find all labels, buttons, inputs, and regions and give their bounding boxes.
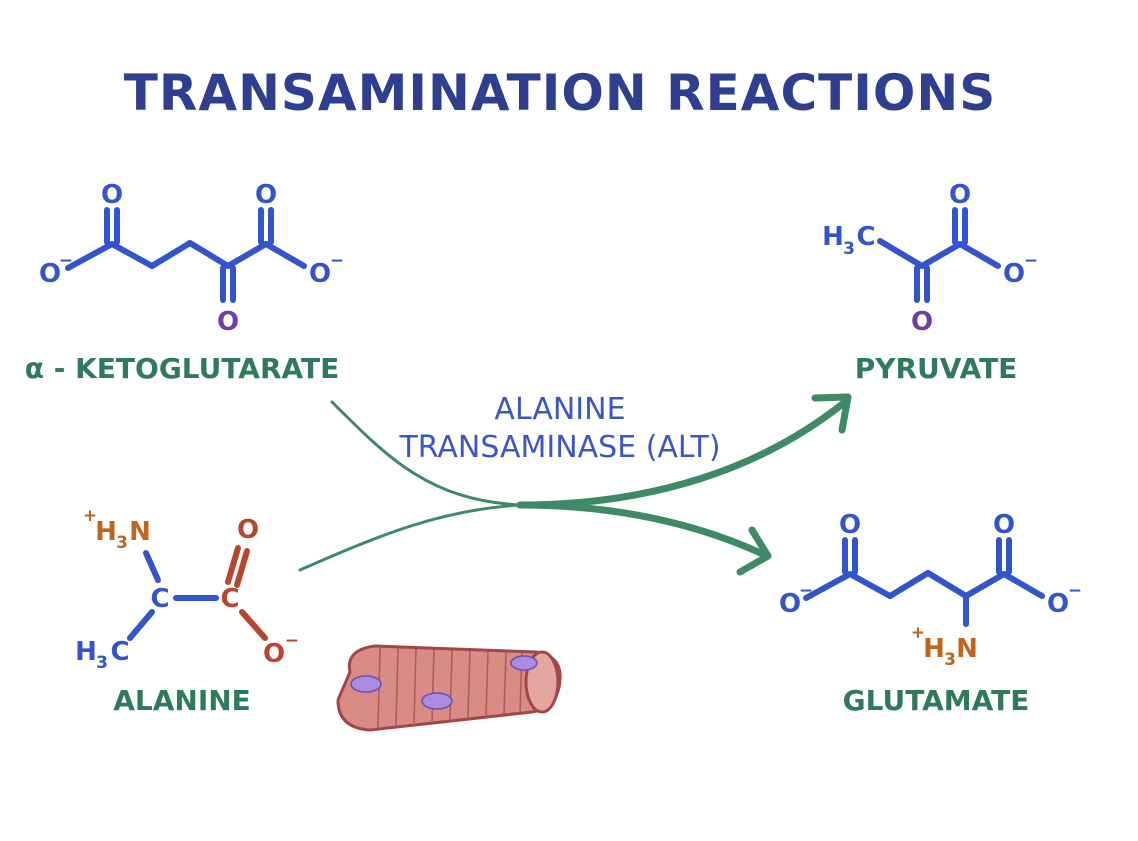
muscle-nucleus: [510, 655, 538, 671]
bond: [963, 571, 1007, 599]
atom-oxygen-ion: O: [309, 259, 331, 289]
atom-methyl-c: C: [856, 222, 875, 252]
atom-amine-subscript: 3: [944, 650, 956, 670]
atom-oxygen: O: [839, 510, 861, 540]
atom-oxygen-ion: O: [1047, 589, 1069, 619]
alpha-ketoglutarate-structure: O O O − O − O α - KETOGLUTARATE: [25, 180, 344, 385]
atom-methyl-h: H: [75, 637, 97, 667]
striation: [467, 649, 471, 718]
bond: [877, 238, 925, 269]
atom-carbon-alpha: C: [150, 584, 169, 614]
arrowhead-pyruvate: [811, 393, 852, 434]
bond: [887, 570, 931, 599]
pyruvate-structure: H 3 C O O − O PYRUVATE: [822, 180, 1038, 385]
atom-oxygen: O: [237, 515, 259, 545]
atom-methyl-subscript: 3: [843, 239, 855, 259]
charge-negative: −: [285, 631, 299, 651]
striation: [413, 648, 417, 724]
bond: [847, 571, 893, 599]
striation: [449, 649, 453, 720]
atom-oxygen: O: [993, 510, 1015, 540]
atom-oxygen: O: [101, 180, 123, 210]
arrow-curve-from-ketoglutarate: [330, 400, 522, 507]
bond: [149, 240, 193, 269]
atom-amine-h: H: [923, 634, 945, 664]
atom-oxygen-ion: O: [1003, 259, 1025, 289]
bond: [1001, 571, 1045, 599]
atom-oxygen: O: [949, 180, 971, 210]
bond: [225, 241, 269, 269]
bond: [957, 241, 1001, 269]
muscle-nucleus: [421, 692, 453, 710]
muscle-fiber-icon: [336, 644, 562, 732]
charge-negative: −: [330, 251, 344, 271]
atom-oxygen-keto: O: [911, 307, 933, 337]
charge-negative: −: [799, 581, 813, 601]
bond: [239, 609, 268, 641]
atom-methyl-c: C: [110, 637, 129, 667]
muscle-nucleus: [350, 675, 382, 693]
molecule-label-glutamate: GLUTAMATE: [843, 684, 1030, 717]
bond: [109, 241, 155, 269]
bond: [925, 570, 969, 599]
enzyme-label-line1: ALANINE: [494, 392, 625, 427]
enzyme-label-line2: TRANSAMINASE (ALT): [398, 430, 720, 465]
molecule-label-pyruvate: PYRUVATE: [855, 352, 1018, 385]
atom-oxygen-keto: O: [217, 307, 239, 337]
atom-amine-subscript: 3: [116, 533, 128, 553]
bond: [919, 241, 963, 269]
striation: [503, 650, 507, 715]
charge-negative: −: [1068, 581, 1082, 601]
bond: [263, 241, 307, 269]
bond: [143, 550, 161, 583]
striation: [485, 650, 489, 716]
charge-negative: −: [1024, 251, 1038, 271]
bond: [803, 571, 853, 601]
molecule-label-alpha-ketoglutarate: α - KETOGLUTARATE: [25, 352, 340, 385]
charge-positive: +: [911, 623, 925, 643]
glutamate-structure: O O O − O − + H 3 N GLUTAMATE: [779, 510, 1082, 717]
bond-double: [234, 548, 250, 588]
atom-carbon-carboxyl: C: [220, 584, 239, 614]
bond-double: [225, 545, 241, 585]
arrow-curve-from-alanine: [298, 503, 522, 572]
atom-methyl-h: H: [822, 222, 844, 252]
atom-oxygen-ion: O: [39, 259, 61, 289]
arrow-curve-to-pyruvate: [516, 398, 849, 509]
diagram-title: TRANSAMINATION REACTIONS: [124, 64, 996, 122]
reaction-arrows: [298, 393, 852, 576]
atom-amine-h: H: [95, 517, 117, 547]
bond: [127, 609, 155, 641]
arrow-curve-to-glutamate: [516, 501, 769, 559]
atom-oxygen: O: [255, 180, 277, 210]
atom-amine-n: N: [129, 517, 151, 547]
striation: [395, 647, 399, 726]
charge-negative: −: [59, 251, 73, 271]
bond: [187, 240, 231, 269]
molecule-label-alanine: ALANINE: [113, 684, 251, 717]
atom-oxygen-ion: O: [263, 639, 285, 669]
arrowhead-glutamate: [736, 526, 772, 576]
alanine-structure: + H 3 N C C O O − H 3 C ALANINE: [75, 506, 299, 717]
charge-positive: +: [83, 506, 97, 526]
atom-oxygen-ion: O: [779, 589, 801, 619]
atom-amine-n: N: [956, 634, 978, 664]
bond: [65, 241, 115, 271]
atom-methyl-subscript: 3: [96, 653, 108, 673]
